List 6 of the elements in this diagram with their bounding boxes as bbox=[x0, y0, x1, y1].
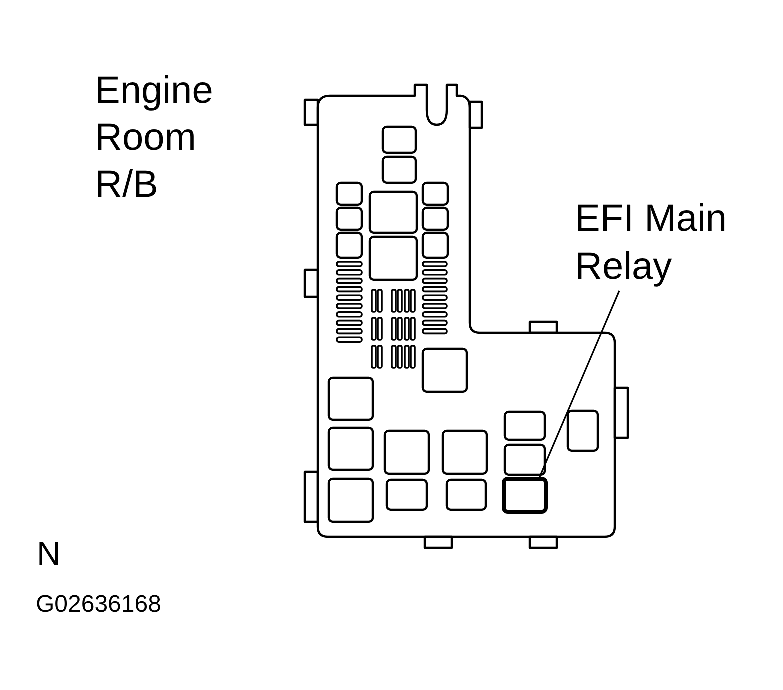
part-name-label: Engine Room R/B bbox=[95, 69, 214, 208]
leader-line bbox=[538, 290, 620, 480]
view-letter: N bbox=[37, 537, 62, 570]
callout-label: EFI Main Relay bbox=[575, 195, 760, 291]
figure-code: G02636168 bbox=[36, 593, 162, 617]
highlighted-relay bbox=[502, 477, 548, 514]
